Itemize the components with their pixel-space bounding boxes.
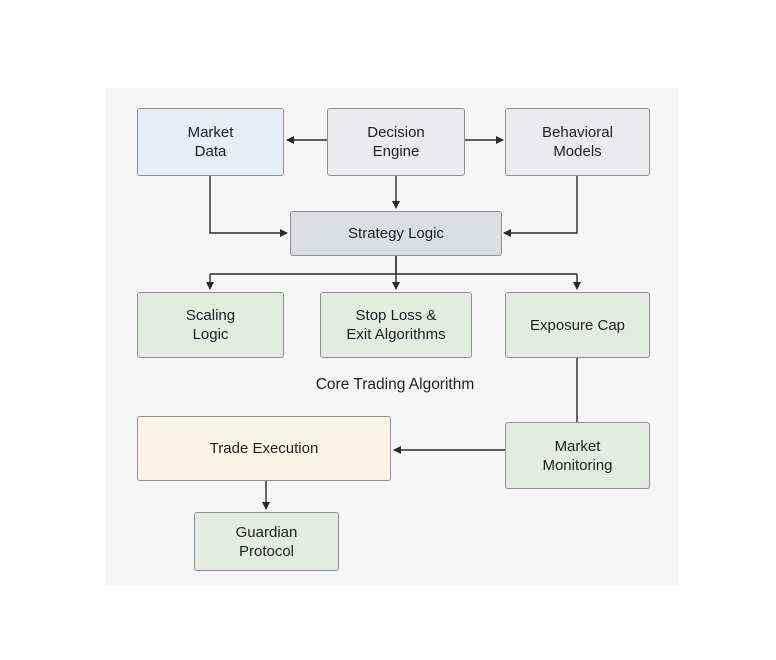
behavioral-models-node: Behavioral Models	[505, 108, 650, 176]
market-monitoring-node: Market Monitoring	[505, 422, 650, 489]
arrow-market-data-to-strategy	[209, 175, 288, 237]
market-data-node: Market Data	[137, 108, 284, 176]
scaling-logic-node: Scaling Logic	[137, 292, 284, 358]
arrow-behavioral-to-strategy	[503, 175, 578, 237]
exposure-cap-node: Exposure Cap	[505, 292, 650, 358]
decision-engine-node: Decision Engine	[327, 108, 465, 176]
guardian-protocol-node: Guardian Protocol	[194, 512, 339, 571]
trade-execution-node: Trade Execution	[137, 416, 391, 481]
diagram-caption: Core Trading Algorithm	[315, 376, 475, 393]
stop-loss-node: Stop Loss & Exit Algorithms	[320, 292, 472, 358]
strategy-logic-node: Strategy Logic	[290, 211, 502, 256]
